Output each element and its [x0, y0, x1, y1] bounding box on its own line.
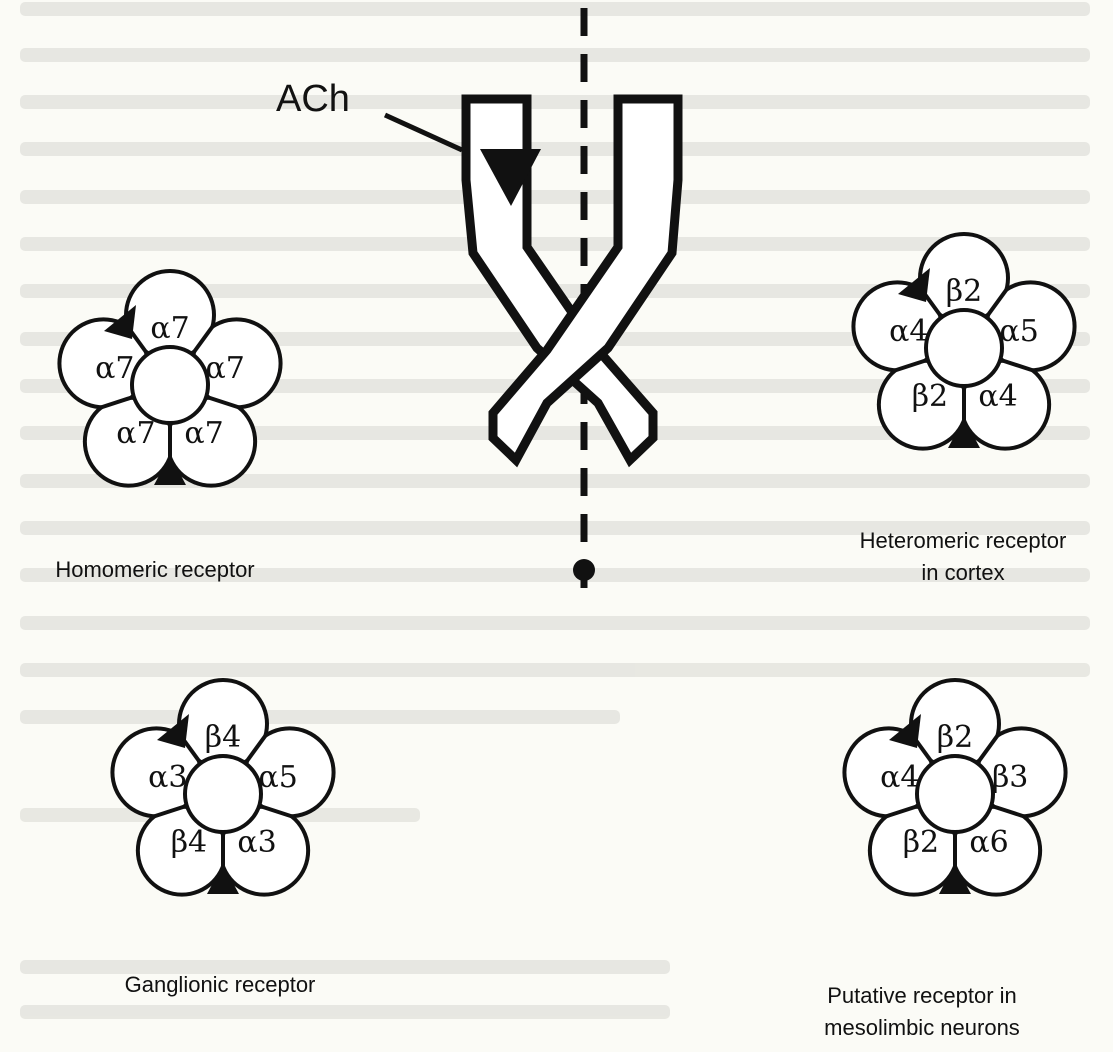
- subunit-label: β3: [992, 760, 1028, 795]
- subunit-label: α7: [116, 416, 155, 451]
- receptor-caption: Heteromeric receptor: [860, 528, 1067, 553]
- subunit-label: α5: [999, 314, 1038, 349]
- subunit-label: β4: [171, 825, 207, 860]
- subunit-label: α7: [184, 416, 223, 451]
- subunit-label: α3: [148, 760, 187, 795]
- receptor-caption: mesolimbic neurons: [824, 1015, 1020, 1040]
- receptor-pore: [926, 310, 1002, 386]
- subunit-label: β2: [946, 274, 982, 309]
- subunit-label: α7: [150, 311, 189, 346]
- receptor-pore: [917, 756, 993, 832]
- receptor-caption: in cortex: [921, 560, 1004, 585]
- subunit-label: β2: [903, 825, 939, 860]
- receptor-pore: [132, 347, 208, 423]
- subunit-label: α3: [237, 825, 276, 860]
- subunit-label: α4: [978, 379, 1017, 414]
- subunit-label: α6: [969, 825, 1008, 860]
- receptor-pore: [185, 756, 261, 832]
- subunit-label: α5: [258, 760, 297, 795]
- subunit-label: α7: [205, 351, 244, 386]
- subunit-label: β2: [912, 379, 948, 414]
- membrane-axis-dot: [573, 559, 595, 581]
- subunit-label: α4: [880, 760, 919, 795]
- ach-label: ACh: [276, 78, 350, 120]
- receptor-caption: Ganglionic receptor: [125, 972, 316, 997]
- subunit-label: α4: [889, 314, 928, 349]
- subunit-label: β2: [937, 720, 973, 755]
- receptor-caption: Homomeric receptor: [55, 557, 254, 582]
- receptor-caption: Putative receptor in: [827, 983, 1017, 1008]
- subunit-label: β4: [205, 720, 241, 755]
- subunit-label: α7: [95, 351, 134, 386]
